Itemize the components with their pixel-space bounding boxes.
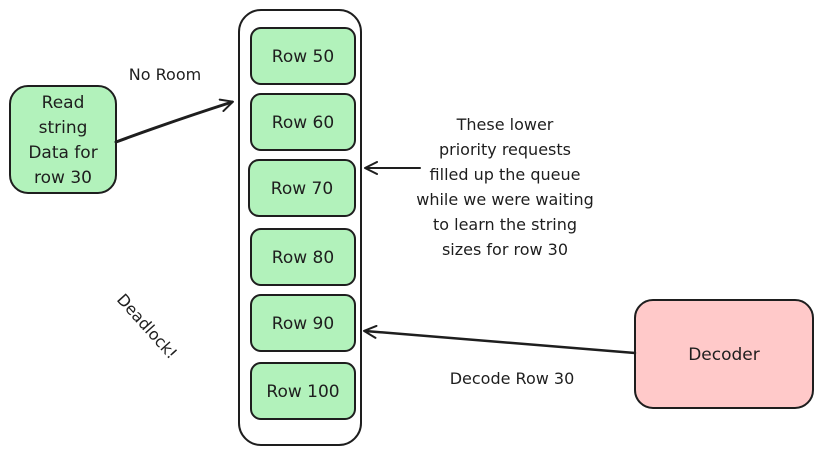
- decode-row-label: Decode Row 30: [450, 369, 575, 388]
- explanation-line-6: sizes for row 30: [442, 240, 568, 259]
- decode-arrow: [363, 324, 637, 355]
- read-string-box-shape: [9, 85, 117, 194]
- explanation-line-2: priority requests: [439, 140, 571, 159]
- queue-row-5-box: [250, 294, 356, 352]
- deadlock-label: Deadlock!: [113, 290, 181, 363]
- read-string-line-1: Read: [42, 93, 85, 113]
- explanation-line-5: to learn the string: [433, 215, 577, 234]
- queue-row-3-label: Row 70: [271, 179, 333, 199]
- queue-row-2-label: Row 60: [272, 113, 334, 133]
- explanation-line-1: These lower: [456, 115, 554, 134]
- queue-row-2: Row 60: [250, 93, 356, 151]
- queue-row-6-label: Row 100: [266, 382, 339, 402]
- no-room-label: No Room: [129, 65, 201, 84]
- queue-row-5-label: Row 90: [272, 314, 334, 334]
- queue-row-2-box: [250, 93, 356, 151]
- no-room-arrow: [114, 98, 234, 144]
- queue-row-6-box: [250, 362, 356, 420]
- queue-row-4: Row 80: [250, 228, 356, 286]
- read-string-line-2: string: [39, 118, 88, 138]
- queue-row-4-label: Row 80: [272, 248, 334, 268]
- explanation-note: These lower priority requests filled up …: [416, 115, 594, 259]
- queue-row-3: Row 70: [248, 159, 356, 217]
- decoder-box: Decoder: [634, 299, 814, 409]
- read-string-box: Read string Data for row 30: [9, 85, 117, 194]
- decoder-label: Decoder: [688, 345, 760, 365]
- queue-row-6: Row 100: [250, 362, 356, 420]
- explanation-line-3: filled up the queue: [430, 165, 581, 184]
- queue-row-3-box: [248, 159, 356, 217]
- read-string-line-4: row 30: [34, 168, 92, 188]
- explanation-line-4: while we were waiting: [416, 190, 594, 209]
- queue-row-4-box: [250, 228, 356, 286]
- read-string-line-3: Data for: [28, 143, 97, 163]
- queue-row-1-label: Row 50: [272, 47, 334, 67]
- queue-row-5: Row 90: [250, 294, 356, 352]
- queue-row-1: Row 50: [250, 27, 356, 85]
- queue-row-1-box: [250, 27, 356, 85]
